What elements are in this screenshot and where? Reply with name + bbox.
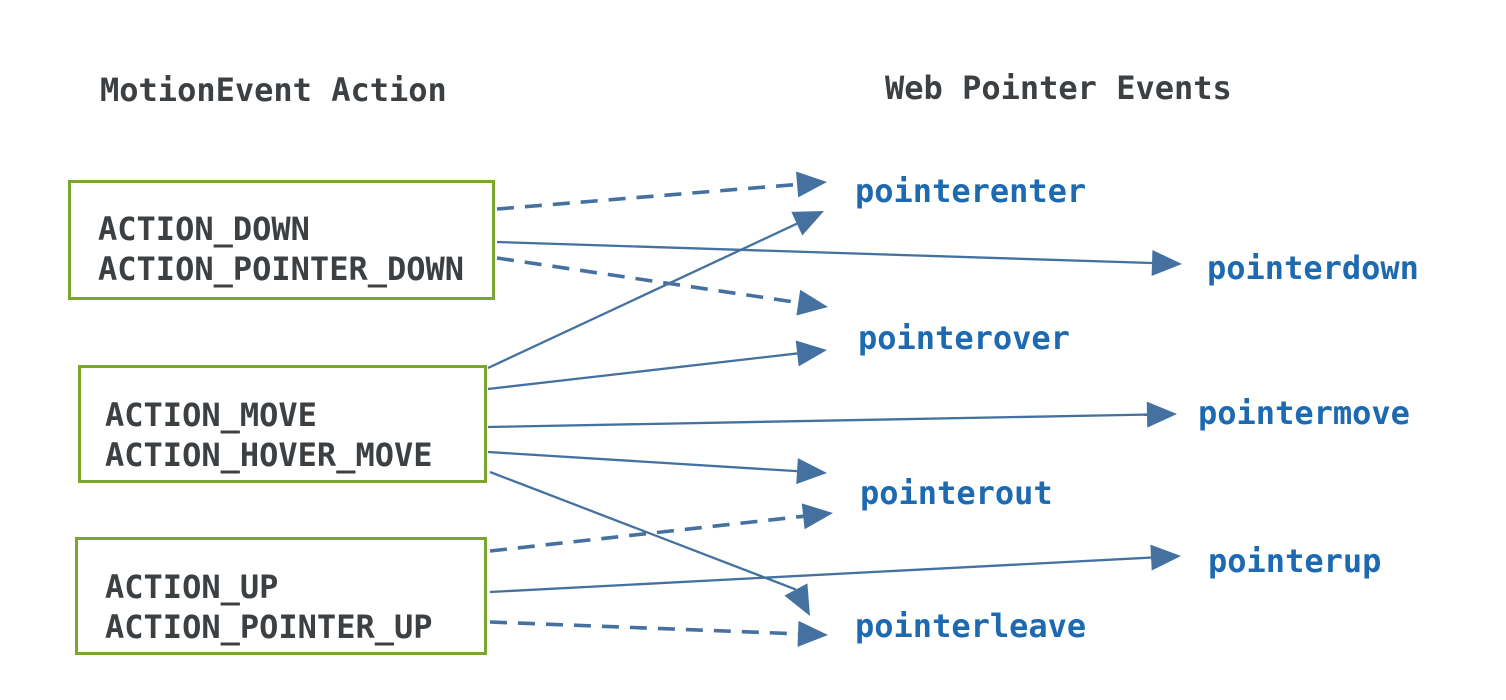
connector-move-to-pointerleave [489, 470, 797, 591]
arrowhead-icon [784, 583, 810, 616]
connector-move-to-pointerout [487, 450, 798, 473]
action-label: ACTION_POINTER_UP [105, 608, 433, 646]
action-label: ACTION_POINTER_DOWN [98, 250, 465, 288]
arrowhead-icon [791, 211, 824, 236]
connector-move-to-pointermove [487, 413, 1148, 429]
arrowhead-icon [1151, 250, 1182, 277]
action-label: ACTION_UP [105, 568, 279, 606]
event-label-pointerout: pointerout [860, 474, 1053, 512]
connector-move-to-pointerenter [487, 222, 798, 370]
arrowhead-icon [796, 458, 827, 485]
arrowhead-icon [796, 289, 828, 316]
connector-up-to-pointerleave [489, 620, 799, 636]
event-label-pointerup: pointerup [1208, 542, 1382, 580]
connector-move-to-pointerover [487, 352, 798, 391]
event-label-pointermove: pointermove [1198, 394, 1410, 432]
arrowhead-icon [797, 620, 828, 647]
event-label-pointerover: pointerover [858, 319, 1070, 357]
arrowhead-icon [801, 503, 833, 530]
connector-down-to-pointerenter [496, 182, 798, 211]
arrowhead-icon [796, 171, 827, 198]
column-header-motionevent-action: MotionEvent Action [100, 71, 447, 109]
arrowhead-icon [1146, 401, 1177, 428]
column-header-web-pointer-events: Web Pointer Events [885, 69, 1232, 107]
connector-up-to-pointerup [489, 556, 1152, 594]
event-label-pointerenter: pointerenter [855, 172, 1087, 210]
connector-down-to-pointerdown [496, 240, 1153, 265]
connector-down-to-pointerover [496, 256, 799, 305]
action-label: ACTION_HOVER_MOVE [105, 436, 433, 474]
event-label-pointerdown: pointerdown [1207, 249, 1419, 287]
action-label: ACTION_DOWN [98, 210, 310, 248]
connector-up-to-pointerout [489, 514, 804, 553]
arrowhead-icon [1150, 544, 1181, 571]
event-label-pointerleave: pointerleave [855, 607, 1087, 645]
arrowhead-icon [795, 340, 827, 367]
action-label: ACTION_MOVE [105, 396, 317, 434]
